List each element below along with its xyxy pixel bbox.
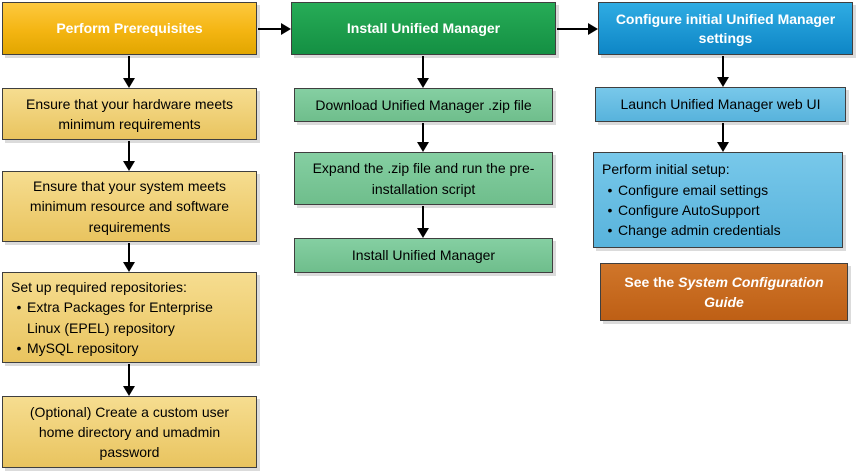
flow-arrow-down-icon <box>717 123 729 152</box>
bullet-icon: • <box>607 181 613 198</box>
bullet-icon: • <box>607 202 613 218</box>
step-perform-initial-setup: Perform initial setup: • Configure email… <box>593 152 843 248</box>
header-configure-initial-settings: Configure initial Unified Manager settin… <box>598 2 853 55</box>
bullet-icon: • <box>16 299 22 316</box>
flow-arrow-down-icon <box>123 141 135 171</box>
flow-arrow-down-icon <box>417 206 429 238</box>
note-prefix: See the <box>624 273 675 290</box>
flow-arrow-down-icon <box>123 243 135 272</box>
flow-arrow-right-icon <box>258 23 291 35</box>
list-item-text: Extra Packages for Enterprise Linux (EPE… <box>27 299 213 336</box>
flow-arrow-right-icon <box>557 23 598 35</box>
flow-arrow-down-icon <box>123 364 135 396</box>
list-item: • Extra Packages for Enterprise Linux (E… <box>11 297 248 338</box>
bullet-icon: • <box>16 339 22 356</box>
list-title: Set up required repositories: <box>11 278 187 295</box>
bullet-icon: • <box>607 222 613 239</box>
step-install-unified-manager: Install Unified Manager <box>294 238 553 273</box>
step-optional-custom-user: (Optional) Create a custom user home dir… <box>2 396 257 468</box>
note-text: See the System Configuration Guide <box>609 272 839 313</box>
list-item: • Change admin credentials <box>602 220 834 240</box>
step-download-zip: Download Unified Manager .zip file <box>294 88 553 122</box>
flow-arrow-down-icon <box>717 56 729 87</box>
header-perform-prerequisites: Perform Prerequisites <box>2 2 257 55</box>
list-item: • Configure AutoSupport <box>602 200 834 220</box>
note-system-configuration-guide: See the System Configuration Guide <box>600 263 848 321</box>
step-expand-zip-run-script: Expand the .zip file and run the pre-ins… <box>294 152 553 205</box>
step-setup-repositories: Set up required repositories: • Extra Pa… <box>2 272 257 363</box>
list-item-text: Configure email settings <box>618 181 769 198</box>
list-item: • MySQL repository <box>11 338 248 358</box>
step-launch-web-ui: Launch Unified Manager web UI <box>595 87 846 122</box>
list-item-text: Configure AutoSupport <box>618 202 760 218</box>
header-install-unified-manager: Install Unified Manager <box>291 2 556 55</box>
list-item-text: MySQL repository <box>27 339 139 356</box>
list-item-text: Change admin credentials <box>618 222 781 239</box>
flow-arrow-down-icon <box>417 123 429 152</box>
flow-arrow-down-icon <box>417 56 429 88</box>
flow-arrow-down-icon <box>123 56 135 88</box>
list-title: Perform initial setup: <box>602 161 730 178</box>
step-system-requirements: Ensure that your system meets minimum re… <box>2 171 257 242</box>
step-hardware-requirements: Ensure that your hardware meets minimum … <box>2 88 257 140</box>
note-guide-title: System Configuration Guide <box>678 273 824 310</box>
list-item: • Configure email settings <box>602 180 834 200</box>
